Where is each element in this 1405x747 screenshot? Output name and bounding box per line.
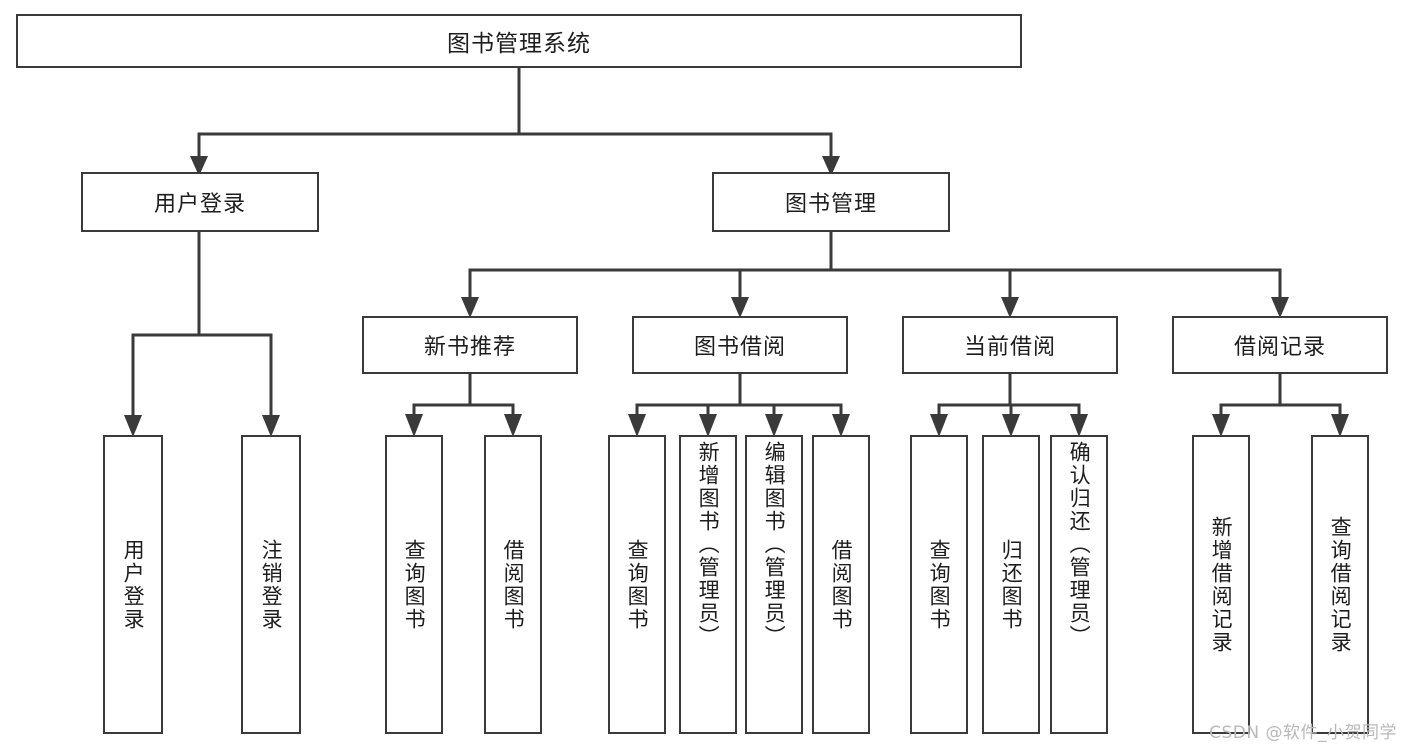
arrowhead-leaf-query-book-1 [405,414,423,437]
node-borrow-record-label: 借阅记录 [1233,335,1326,360]
node-leaf-add-book[interactable]: 新增图书（管理员） [679,435,737,734]
node-root-label: 图书管理系统 [447,31,591,57]
node-leaf-return-book-label: 归还图书 [999,538,1024,631]
arrowhead-leaf-query-record [1331,414,1349,437]
node-user-login-label: 用户登录 [153,192,246,217]
node-current-borrow-label: 当前借阅 [963,335,1056,360]
node-book-borrow[interactable]: 图书借阅 [632,316,848,374]
node-leaf-confirm-return-label: 确认归还（管理员） [1067,441,1092,648]
node-new-book-recommend[interactable]: 新书推荐 [362,316,578,374]
watermark-text: CSDN @软件_小贺同学 [1209,723,1397,743]
arrowhead-recommend [461,297,479,318]
node-book-manage[interactable]: 图书管理 [712,172,950,232]
node-leaf-add-record[interactable]: 新增借阅记录 [1192,435,1250,734]
arrowhead-leaf-edit-book [765,414,783,437]
node-leaf-return-book[interactable]: 归还图书 [982,435,1040,734]
node-leaf-borrow-book-1[interactable]: 借阅图书 [484,435,542,734]
arrowhead-leaf-add-book [699,414,717,437]
node-leaf-borrow-book-2[interactable]: 借阅图书 [812,435,870,734]
arrowhead-borrow-record [1271,297,1289,318]
node-user-login[interactable]: 用户登录 [81,172,319,232]
node-leaf-query-book-3[interactable]: 查询图书 [910,435,968,734]
arrowhead-leaf-user-logout [262,415,280,437]
arrowhead-leaf-borrow-book-1 [504,414,522,437]
node-leaf-add-record-label: 新增借阅记录 [1209,515,1234,654]
node-leaf-query-book-3-label: 查询图书 [927,538,952,631]
node-current-borrow[interactable]: 当前借阅 [902,316,1118,374]
node-leaf-edit-book-label: 编辑图书（管理员） [762,441,787,648]
node-leaf-borrow-book-2-label: 借阅图书 [829,538,854,631]
node-leaf-user-logout-label: 注销登录 [259,538,284,631]
arrowhead-book-borrow [731,297,749,318]
node-leaf-query-book-1[interactable]: 查询图书 [385,435,443,734]
node-leaf-query-book-2[interactable]: 查询图书 [608,435,666,734]
node-root[interactable]: 图书管理系统 [16,14,1022,68]
node-leaf-query-record-label: 查询借阅记录 [1328,515,1353,654]
node-leaf-user-login-label: 用户登录 [121,538,146,631]
arrowhead-leaf-return-book [1002,414,1020,437]
arrowhead-leaf-query-book-3 [930,414,948,437]
node-leaf-confirm-return[interactable]: 确认归还（管理员） [1050,435,1108,734]
node-book-borrow-label: 图书借阅 [693,335,786,360]
arrowhead-leaf-add-record [1212,414,1230,437]
node-book-manage-label: 图书管理 [784,192,877,217]
node-leaf-add-book-label: 新增图书（管理员） [696,441,721,648]
node-borrow-record[interactable]: 借阅记录 [1172,316,1388,374]
arrowhead-leaf-confirm-return [1070,414,1088,437]
arrowhead-leaf-user-login [124,415,142,437]
node-leaf-user-logout[interactable]: 注销登录 [241,435,301,734]
node-new-book-recommend-label: 新书推荐 [423,335,516,360]
node-leaf-edit-book[interactable]: 编辑图书（管理员） [745,435,803,734]
node-leaf-borrow-book-1-label: 借阅图书 [501,538,526,631]
node-leaf-query-book-2-label: 查询图书 [625,538,650,631]
arrowhead-leaf-borrow-book-2 [832,414,850,437]
node-leaf-query-record[interactable]: 查询借阅记录 [1311,435,1369,734]
arrowhead-current-borrow [1001,297,1019,318]
arrowhead-leaf-query-book-2 [628,414,646,437]
node-leaf-query-book-1-label: 查询图书 [402,538,427,631]
node-leaf-user-login[interactable]: 用户登录 [103,435,163,734]
